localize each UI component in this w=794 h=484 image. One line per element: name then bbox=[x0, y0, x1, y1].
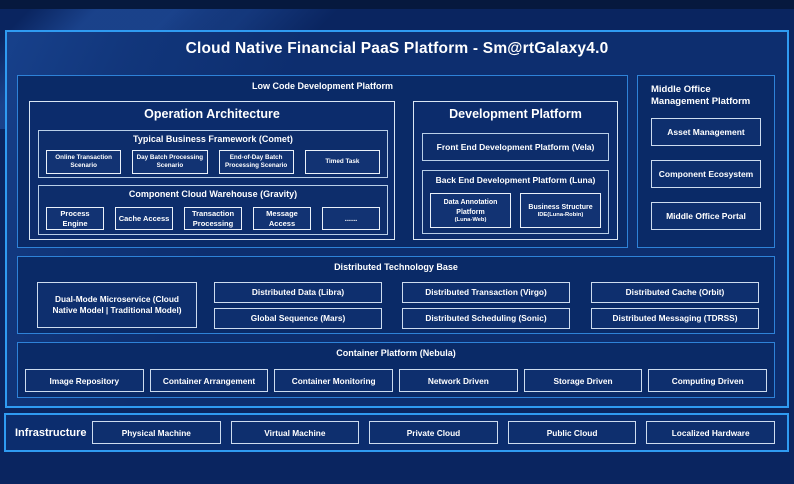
diagram-node: End-of-Day Batch Processing Scenario bbox=[218, 150, 294, 174]
group-label: Typical Business Framework (Comet) bbox=[133, 134, 293, 144]
asset-management-node: Asset Management bbox=[651, 118, 761, 146]
storage-driven-node: Storage Driven bbox=[523, 369, 643, 392]
distributed-scheduling-node: Distributed Scheduling (Sonic) bbox=[402, 308, 570, 329]
node-label: Business Structure bbox=[528, 203, 593, 211]
diagram-node: Day Batch Processing Scenario bbox=[132, 150, 208, 174]
network-driven-node: Network Driven bbox=[399, 369, 518, 392]
distributed-technology-base-section: Distributed Technology Base Dual-Mode Mi… bbox=[17, 256, 775, 334]
platform-diagram-frame: Cloud Native Financial PaaS Platform - S… bbox=[5, 30, 789, 408]
top-band bbox=[0, 0, 794, 9]
front-end-development-platform-node: Front End Development Platform (Vela) bbox=[422, 133, 609, 161]
page-title: Cloud Native Financial PaaS Platform - S… bbox=[185, 40, 609, 57]
container-platform-section: Container Platform (Nebula) Image Reposi… bbox=[17, 342, 775, 398]
data-annotation-platform-node: Data Annotation Platform (Luna-Web) bbox=[430, 193, 511, 228]
diagram-node: Online Transaction Scenario bbox=[46, 150, 122, 174]
diagram-node: Timed Task bbox=[304, 150, 380, 174]
infrastructure-section: Infrastructure Physical Machine Virtual … bbox=[4, 413, 789, 452]
group-label: Component Cloud Warehouse (Gravity) bbox=[128, 189, 298, 199]
private-cloud-node: Private Cloud bbox=[369, 421, 498, 444]
operation-architecture-panel: Operation Architecture Typical Business … bbox=[29, 101, 395, 240]
diagram-node: ...... bbox=[322, 207, 380, 230]
component-cloud-warehouse-group: Component Cloud Warehouse (Gravity) Proc… bbox=[38, 185, 388, 235]
back-end-items-row: Data Annotation Platform (Luna-Web) Busi… bbox=[430, 193, 601, 228]
container-arrangement-node: Container Arrangement bbox=[149, 369, 269, 392]
section-label: Low Code Development Platform bbox=[251, 81, 394, 91]
panel-title: Operation Architecture bbox=[144, 107, 280, 121]
middle-office-portal-node: Middle Office Portal bbox=[651, 202, 761, 230]
image-repository-node: Image Repository bbox=[25, 369, 144, 392]
section-label: Distributed Technology Base bbox=[334, 262, 458, 272]
business-structure-ide-node: Business Structure IDE(Luna-Robin) bbox=[520, 193, 601, 228]
component-ecosystem-node: Component Ecosystem bbox=[651, 160, 761, 188]
global-sequence-node: Global Sequence (Mars) bbox=[214, 308, 382, 329]
node-sublabel: (Luna-Web) bbox=[454, 216, 487, 223]
gravity-items-row: Process Engine Cache Access Transaction … bbox=[46, 207, 380, 230]
container-items-row: Image Repository Container Arrangement C… bbox=[25, 369, 768, 392]
container-monitoring-node: Container Monitoring bbox=[274, 369, 394, 392]
middle-office-management-platform-section: Middle Office Management Platform Asset … bbox=[637, 75, 775, 248]
diagram-node: Transaction Processing bbox=[184, 207, 242, 230]
section-label: Middle Office Management Platform bbox=[651, 84, 751, 108]
comet-items-row: Online Transaction Scenario Day Batch Pr… bbox=[46, 150, 380, 174]
dual-mode-microservice-node: Dual-Mode Microservice (Cloud Native Mod… bbox=[37, 282, 197, 328]
section-label: Infrastructure bbox=[15, 426, 87, 439]
node-sublabel: IDE(Luna-Robin) bbox=[537, 212, 584, 219]
virtual-machine-node: Virtual Machine bbox=[230, 421, 360, 444]
localized-hardware-node: Localized Hardware bbox=[646, 421, 775, 444]
distributed-transaction-node: Distributed Transaction (Virgo) bbox=[402, 282, 570, 303]
computing-driven-node: Computing Driven bbox=[648, 369, 768, 392]
diagram-node: Process Engine bbox=[46, 207, 104, 230]
node-label: Data Annotation Platform bbox=[443, 199, 498, 216]
section-label: Container Platform (Nebula) bbox=[336, 348, 456, 358]
physical-machine-node: Physical Machine bbox=[92, 421, 221, 444]
diagram-node: Cache Access bbox=[115, 207, 173, 230]
infrastructure-items-row: Physical Machine Virtual Machine Private… bbox=[92, 421, 775, 444]
diagram-node: Message Access bbox=[253, 207, 311, 230]
low-code-development-platform-section: Low Code Development Platform Operation … bbox=[17, 75, 628, 248]
distributed-cache-node: Distributed Cache (Orbit) bbox=[591, 282, 759, 303]
distributed-data-node: Distributed Data (Libra) bbox=[214, 282, 382, 303]
panel-title: Development Platform bbox=[449, 107, 582, 121]
distributed-messaging-node: Distributed Messaging (TDRSS) bbox=[591, 308, 759, 329]
back-end-development-platform-group: Back End Development Platform (Luna) Dat… bbox=[422, 170, 609, 234]
public-cloud-node: Public Cloud bbox=[507, 421, 637, 444]
group-label: Back End Development Platform (Luna) bbox=[435, 175, 596, 185]
typical-business-framework-group: Typical Business Framework (Comet) Onlin… bbox=[38, 130, 388, 178]
development-platform-panel: Development Platform Front End Developme… bbox=[413, 101, 618, 240]
